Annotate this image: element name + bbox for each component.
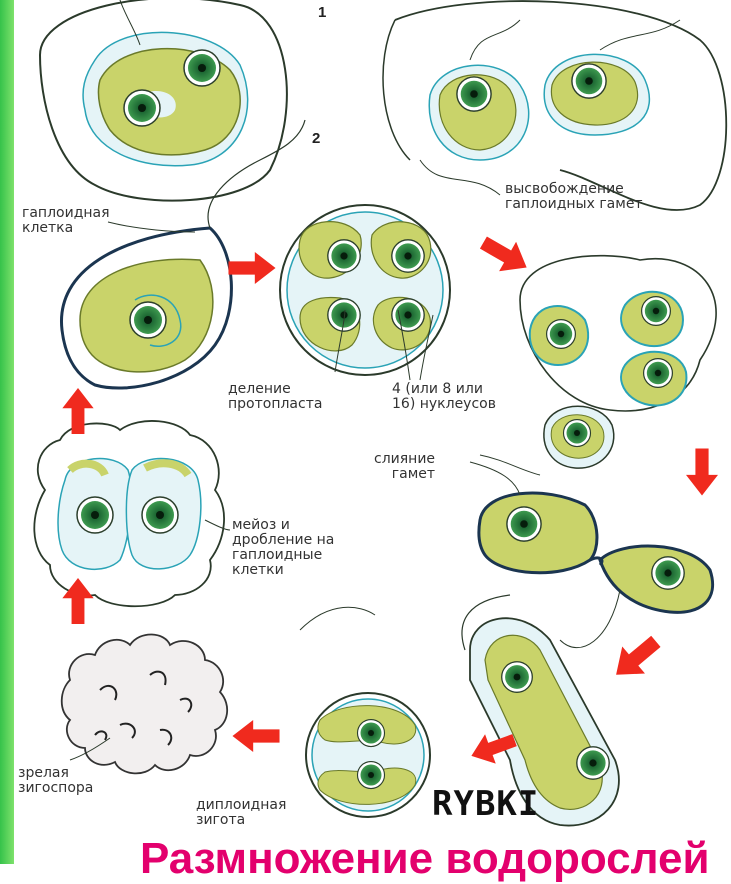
gametes-cluster [520,256,716,468]
label-mature-zygospore: зрелая зигоспора [18,766,93,796]
bottom-title: Размножение водорослей [140,834,710,884]
watermark: RYBKI [432,784,539,824]
life-cycle-diagram [0,0,731,864]
cell-two-nuclei-top [40,0,287,201]
label-diploid-zygote: диплоидная зигота [196,798,286,828]
label-meiosis: мейоз и дробление на гаплоидные клетки [232,518,334,578]
label-gamete-fusion: слияние гамет [374,452,435,482]
arrow-down-left-icon [605,628,668,689]
label-haploid-cell: гаплоидная клетка [22,206,110,236]
arrow-down-right-icon [475,228,535,282]
meiosis-cell [34,421,224,606]
label-protoplast-division: деление протопласта [228,382,322,412]
step-number-1: 1 [318,4,326,21]
arrow-right-icon [228,252,275,284]
label-gamete-release: высвобождение гаплоидных гамет [505,182,643,212]
arrow-left-icon-2 [232,720,279,752]
released-gametes-top [383,1,726,210]
diploid-zygote [300,607,430,817]
protoplast-division-cell [280,205,450,375]
step-number-2: 2 [312,130,320,147]
arrow-down-icon [686,448,718,495]
label-nuclei-count: 4 (или 8 или 16) нуклеусов [392,382,496,412]
